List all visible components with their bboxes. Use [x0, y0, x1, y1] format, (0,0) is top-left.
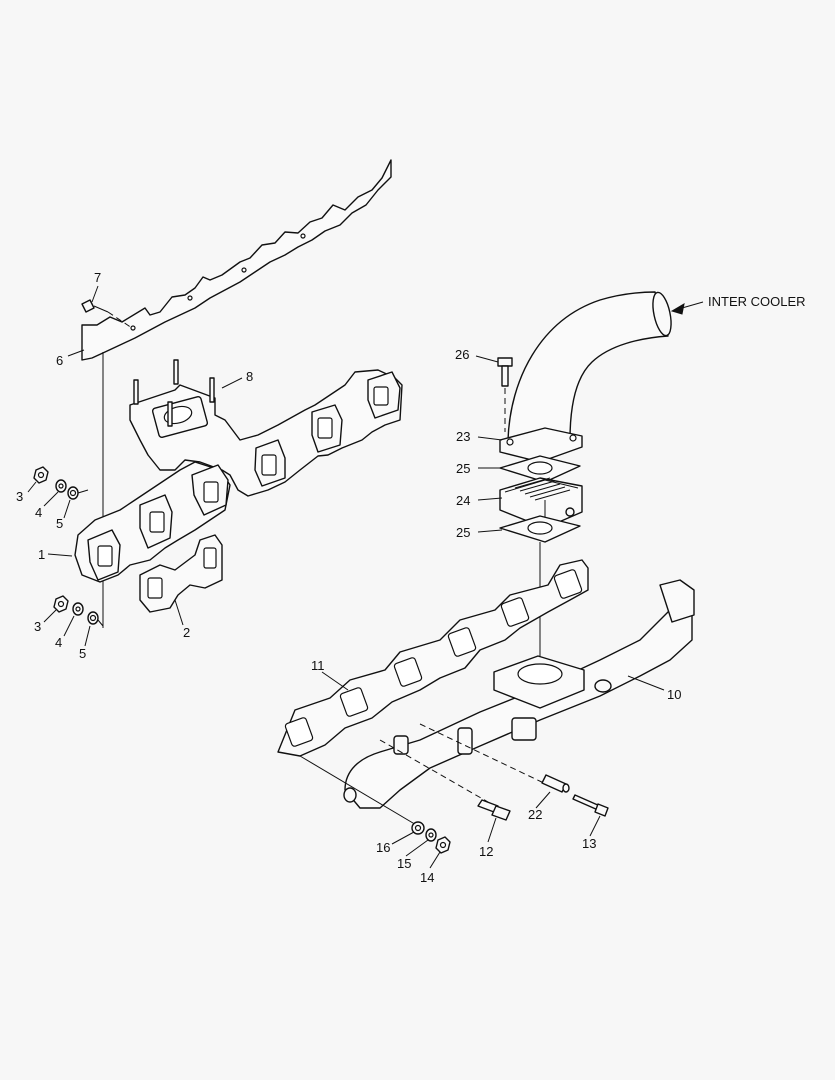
exhaust-manifold-front-part-1 — [74, 461, 231, 583]
gasket-part-2 — [139, 534, 223, 613]
callout-22: 22 — [528, 807, 542, 822]
assembly-line-washers — [299, 755, 419, 827]
callout-14: 14 — [420, 870, 434, 885]
callout-5-upper: 5 — [56, 516, 63, 531]
callout-12: 12 — [479, 844, 493, 859]
gasket-part-25-upper — [499, 455, 581, 483]
bolt-part-12 — [477, 799, 511, 821]
leader-lines — [27, 285, 704, 869]
callout-3-lower: 3 — [34, 619, 41, 634]
bolt-part-13 — [572, 794, 609, 817]
callout-16: 16 — [376, 840, 390, 855]
heat-shield-part-6 — [81, 159, 392, 361]
callout-26: 26 — [455, 347, 469, 362]
callout-3-upper: 3 — [16, 489, 23, 504]
nut-washer-set-lower — [53, 595, 104, 627]
gasket-part-11 — [277, 559, 589, 757]
callout-5-lower: 5 — [79, 646, 86, 661]
callout-6: 6 — [56, 353, 63, 368]
callout-10: 10 — [667, 687, 681, 702]
bolt-part-26 — [497, 357, 513, 432]
callout-25-upper: 25 — [456, 461, 470, 476]
callout-2: 2 — [183, 625, 190, 640]
inter-cooler-label: INTER COOLER — [708, 294, 806, 309]
callout-25-lower: 25 — [456, 525, 470, 540]
callout-4-lower: 4 — [55, 635, 62, 650]
callout-1: 1 — [38, 547, 45, 562]
assembly-line-pin-22 — [419, 723, 549, 786]
pin-part-22 — [541, 774, 570, 793]
exhaust-manifold-rear-part-8 — [129, 359, 403, 497]
assembly-line-bolt-12 — [379, 739, 489, 803]
callout-11: 11 — [311, 658, 325, 673]
callout-15: 15 — [397, 856, 411, 871]
nut-washer-set-upper — [33, 466, 89, 500]
callout-8: 8 — [246, 369, 253, 384]
heater-part-24 — [499, 477, 583, 529]
callout-13: 13 — [582, 836, 596, 851]
callout-24: 24 — [456, 493, 470, 508]
washer-nut-set-bottom — [411, 821, 451, 854]
bolt-part-7 — [81, 299, 133, 329]
callout-4-upper: 4 — [35, 505, 42, 520]
inter-cooler-pipe — [507, 291, 672, 441]
callout-23: 23 — [456, 429, 470, 444]
intake-manifold-part-10 — [343, 579, 695, 809]
flange-part-23 — [499, 427, 583, 463]
gasket-part-25-lower — [499, 515, 581, 543]
callout-7: 7 — [94, 270, 101, 285]
